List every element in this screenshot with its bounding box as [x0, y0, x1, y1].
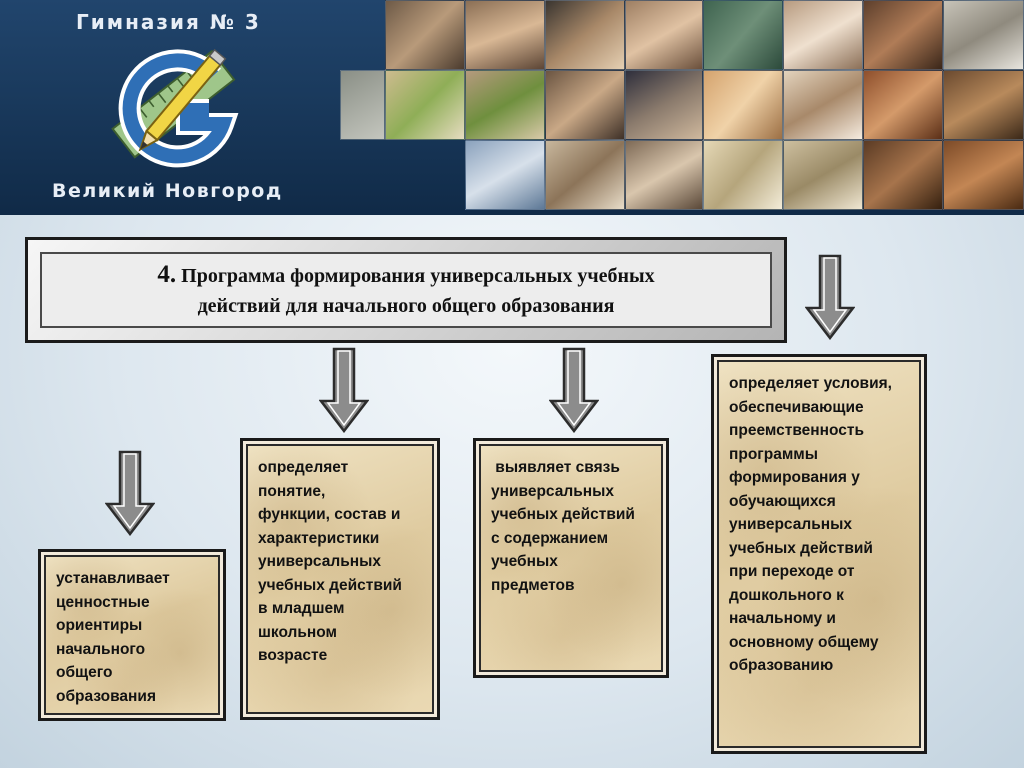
- box-line: общего: [56, 664, 113, 681]
- photo-tile: [863, 140, 943, 210]
- box-text: выявляет связь универсальных учебных дейст…: [491, 456, 653, 597]
- school-name: Гимназия № 3: [76, 10, 261, 34]
- down-arrow-icon: [549, 347, 599, 433]
- box-line: устанавливает: [56, 570, 170, 587]
- box-line: универсальных: [258, 553, 381, 570]
- photo-tile: [783, 140, 863, 210]
- program-title-line-1: 4. Программа формирования универсальных …: [157, 260, 654, 291]
- photo-tile: [863, 70, 943, 140]
- program-title-text-1: Программа формирования универсальных уче…: [181, 264, 655, 287]
- photo-tile: [545, 70, 625, 140]
- box-line: универсальных: [729, 516, 852, 533]
- photo-tile: [943, 0, 1024, 70]
- box-line: учебных: [491, 553, 558, 570]
- box-line: с содержанием: [491, 529, 609, 547]
- program-number: 4.: [157, 260, 177, 288]
- box-line: школьном: [258, 623, 338, 641]
- box-line: формирования у: [729, 469, 860, 486]
- box-line: характеристики: [258, 529, 380, 547]
- photo-tile: [783, 0, 863, 70]
- down-arrow-icon: [319, 347, 369, 433]
- photo-tile: [783, 70, 863, 140]
- photo-tile: [465, 70, 545, 140]
- photo-tile: [385, 0, 465, 70]
- header-banner: Гимназия № 3 Великий Новгород: [0, 0, 1024, 215]
- photo-tile: [465, 0, 545, 70]
- photo-tile: [385, 70, 465, 140]
- photo-tile: [703, 140, 783, 210]
- box-line: выявляет связь: [491, 459, 620, 476]
- box-line: основному общему: [729, 633, 879, 651]
- box-line: образованию: [729, 657, 834, 674]
- down-arrow-icon: [805, 254, 855, 340]
- box-value-orientations: устанавливает ценностные ориентиры начально…: [38, 549, 226, 721]
- box-line: при переходе от: [729, 563, 855, 580]
- box-line: в младшем: [258, 600, 345, 617]
- photo-tile: [625, 140, 703, 210]
- photo-tile: [943, 140, 1024, 210]
- photo-tile: [625, 0, 703, 70]
- box-line: преемственность: [729, 422, 865, 439]
- box-line: ориентиры: [56, 617, 143, 634]
- box-line: понятие,: [258, 482, 326, 500]
- box-line: предметов: [491, 576, 575, 594]
- box-line: учебных действий: [491, 506, 635, 523]
- photo-tile: [340, 70, 385, 140]
- box-text: определяет условия, обеспечивающие преемст…: [729, 372, 911, 678]
- box-line: определяет условия,: [729, 375, 892, 392]
- box-line: определяет: [258, 459, 349, 476]
- box-line: учебных действий: [729, 539, 873, 557]
- box-line: образования: [56, 687, 156, 705]
- box-line: начального: [56, 640, 146, 658]
- box-continuity-conditions: определяет условия, обеспечивающие преемст…: [711, 354, 927, 754]
- box-line: ценностные: [56, 593, 150, 611]
- box-line: обеспечивающие: [729, 398, 864, 416]
- box-line: дошкольного к: [729, 586, 844, 604]
- box-line: универсальных: [491, 482, 614, 500]
- photo-collage: [340, 0, 1024, 215]
- box-line: программы: [729, 445, 819, 463]
- program-title-box: 4. Программа формирования универсальных …: [25, 237, 787, 343]
- box-subject-connection: выявляет связь универсальных учебных дейст…: [473, 438, 669, 678]
- down-arrow-icon: [105, 450, 155, 536]
- box-line: функции, состав и: [258, 506, 401, 523]
- program-title-line-2: действий для начального общего образован…: [197, 294, 615, 317]
- photo-tile: [703, 0, 783, 70]
- photo-tile: [863, 0, 943, 70]
- box-line: возрасте: [258, 647, 328, 664]
- photo-tile: [943, 70, 1024, 140]
- city-name: Великий Новгород: [52, 180, 283, 202]
- box-text: определяет понятие, функции, состав и харак…: [258, 456, 424, 668]
- box-concept-definition: определяет понятие, функции, состав и харак…: [240, 438, 440, 720]
- photo-tile: [703, 70, 783, 140]
- photo-tile: [545, 0, 625, 70]
- box-line: обучающихся: [729, 492, 836, 510]
- box-text: устанавливает ценностные ориентиры начально…: [56, 567, 210, 708]
- box-line: учебных действий: [258, 576, 402, 594]
- photo-tile: [545, 140, 625, 210]
- box-line: начальному и: [729, 610, 836, 627]
- photo-tile: [625, 70, 703, 140]
- gymnasium-logo-icon: [111, 48, 239, 168]
- photo-tile: [465, 140, 545, 210]
